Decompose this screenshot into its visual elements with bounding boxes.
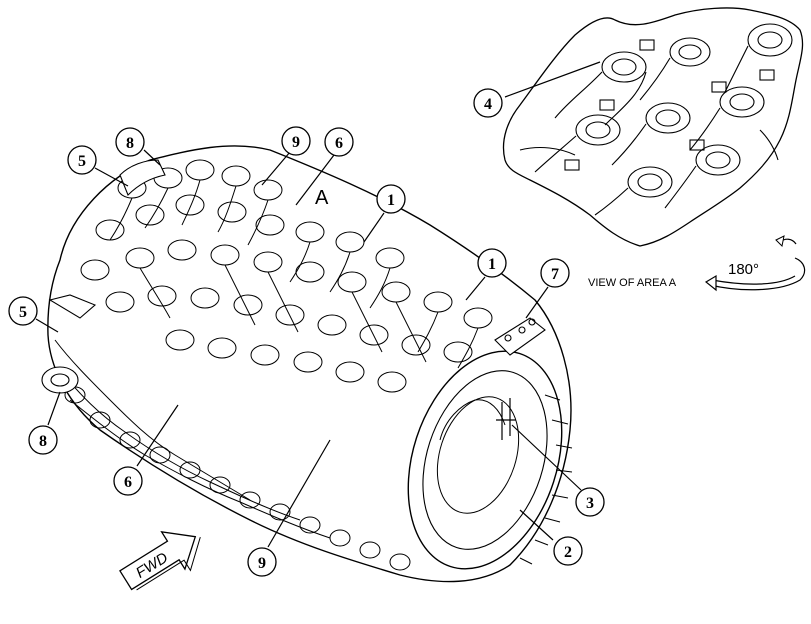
flange-bore: [439, 399, 506, 441]
callout-7: 7: [540, 258, 570, 288]
leader-7: [525, 286, 549, 319]
area-letter-label: A: [315, 187, 329, 209]
lower-lobes: [54, 339, 411, 571]
leader-1-upper: [363, 212, 385, 243]
leader-6-top: [295, 154, 335, 206]
svg-text:5: 5: [78, 153, 86, 170]
rotation-indicator: 180°: [704, 235, 806, 292]
detail-view-outline: [502, 7, 804, 247]
callout-9-bottom: 9: [247, 547, 277, 577]
svg-text:5: 5: [19, 304, 27, 321]
left-end-pieces: [41, 159, 166, 394]
rotation-label: 180°: [728, 261, 759, 278]
bracket-7: [494, 317, 546, 356]
callout-3: 3: [575, 487, 605, 517]
svg-text:1: 1: [387, 192, 395, 209]
svg-text:3: 3: [586, 495, 594, 512]
forward-indicator: FWD: [119, 530, 201, 591]
leader-8-left: [47, 391, 61, 426]
leader-lines: [35, 61, 601, 548]
leader-9-top: [261, 151, 291, 186]
callout-5-left: 5: [8, 296, 38, 326]
svg-text:4: 4: [484, 96, 492, 113]
leader-4: [504, 61, 601, 98]
callout-8-left: 8: [28, 425, 58, 455]
leader-5-left: [35, 318, 59, 333]
leader-2: [519, 509, 554, 541]
leader-1-lower: [465, 276, 486, 301]
callout-9-top: 9: [281, 126, 311, 156]
leader-6-bottom: [136, 404, 179, 467]
rocker-drum-assembly: [41, 145, 573, 583]
svg-text:9: 9: [292, 134, 300, 151]
svg-text:6: 6: [124, 474, 132, 491]
callout-6-bottom: 6: [113, 466, 143, 496]
detail-rocker-arms: [519, 23, 793, 216]
leader-5-top: [94, 167, 129, 187]
leader-3: [511, 424, 582, 491]
pin-3: [496, 398, 516, 440]
svg-text:8: 8: [126, 135, 134, 152]
callout-5-top: 5: [67, 145, 97, 175]
svg-text:6: 6: [335, 135, 343, 152]
svg-text:9: 9: [258, 555, 266, 572]
callout-8-top: 8: [115, 127, 145, 157]
svg-text:8: 8: [39, 433, 47, 450]
end-flange: [407, 350, 573, 570]
callouts: 5 8 9 6 1 1 7 5: [8, 88, 605, 577]
svg-text:2: 2: [564, 544, 572, 561]
callout-1-lower: 1: [477, 248, 507, 278]
rotation-arrow-icon: [709, 257, 806, 291]
leader-8-top: [143, 149, 161, 166]
svg-text:7: 7: [551, 266, 559, 283]
callout-1-upper: 1: [376, 184, 406, 214]
callout-4: 4: [473, 88, 503, 118]
leader-9-bottom: [267, 439, 331, 548]
detail-view-area-a: [502, 7, 804, 247]
rocker-arm-array: [80, 159, 493, 393]
view-of-area-label: VIEW OF AREA A: [588, 277, 677, 289]
callout-6-top: 6: [324, 127, 354, 157]
callout-2: 2: [553, 536, 583, 566]
svg-text:1: 1: [488, 256, 496, 273]
fwd-arrow-icon: [119, 530, 197, 591]
